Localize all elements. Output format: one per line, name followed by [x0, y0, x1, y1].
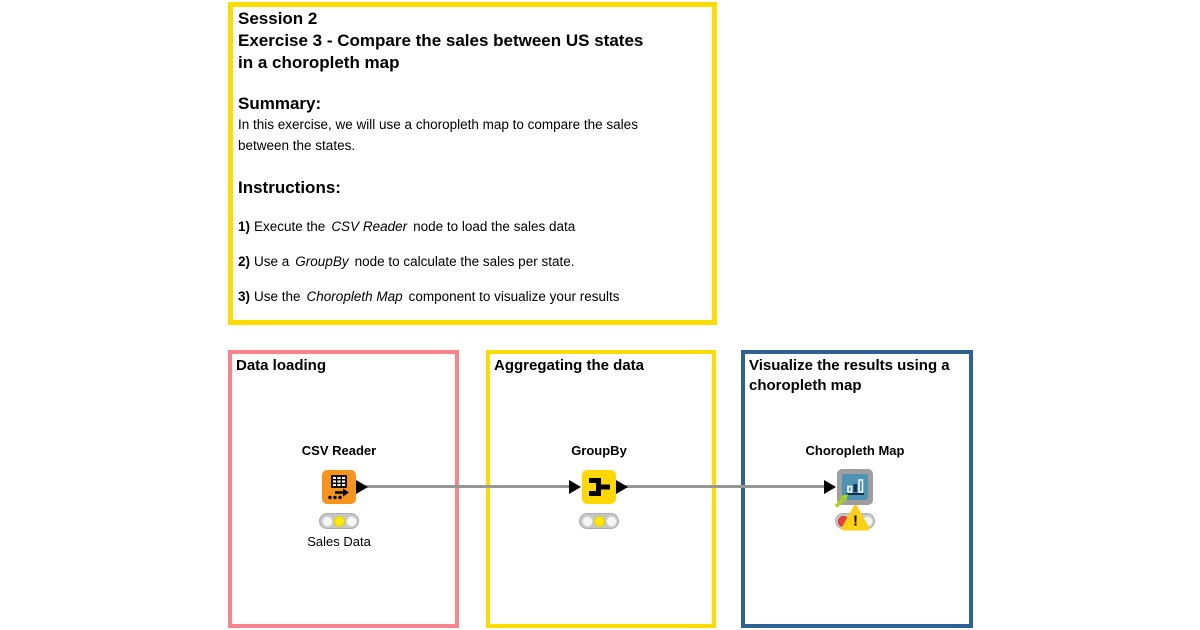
- group-title: Aggregating the data: [494, 357, 645, 374]
- svg-text:!: !: [853, 513, 858, 530]
- node-choropleth-map[interactable]: [834, 469, 873, 508]
- table-reader-icon: [328, 475, 349, 500]
- node-status-traffic-light: [319, 513, 359, 529]
- node-label: Choropleth Map: [805, 443, 905, 458]
- status-bulb-green-off: [345, 515, 357, 527]
- node-status-traffic-light: [579, 513, 619, 529]
- group-title: Data loading: [236, 357, 327, 374]
- annotation-title-line: Exercise 3 - Compare the sales between U…: [238, 31, 644, 50]
- input-port[interactable]: [569, 480, 581, 494]
- output-port[interactable]: [356, 480, 368, 494]
- node-groupby[interactable]: [582, 470, 616, 504]
- summary-body: In this exercise, we will use a chorople…: [238, 117, 638, 153]
- status-bulb-yellow-on: [593, 515, 605, 527]
- connection-csvreader-groupby[interactable]: [364, 485, 572, 488]
- status-bulb-yellow-on: [333, 515, 345, 527]
- summary-heading: Summary:: [238, 94, 322, 113]
- node-csv-reader[interactable]: [322, 470, 356, 504]
- component-body: [842, 474, 868, 500]
- status-bulb-red-off: [581, 515, 593, 527]
- status-bulb-green-off: [605, 515, 617, 527]
- instructions-heading: Instructions:: [238, 178, 341, 197]
- group-title: Visualize the results using a choropleth…: [749, 357, 950, 394]
- workflow-annotation[interactable]: Session 2 Exercise 3 - Compare the sales…: [228, 2, 717, 325]
- node-annotation: Sales Data: [307, 534, 371, 549]
- groupby-merge-icon: [589, 478, 610, 496]
- connection-groupby-choropleth[interactable]: [618, 485, 828, 488]
- warning-triangle-icon: !: [841, 505, 870, 531]
- input-port[interactable]: [824, 480, 836, 494]
- component-link-arrow-icon: [834, 494, 848, 508]
- bar-chart-component-icon: [846, 479, 864, 495]
- node-label: CSV Reader: [301, 443, 377, 458]
- status-bulb-red-off: [321, 515, 333, 527]
- annotation-title-line: Session 2: [238, 9, 318, 28]
- node-label: GroupBy: [571, 443, 627, 458]
- annotation-title-line: in a choropleth map: [238, 53, 400, 72]
- group-box-aggregating[interactable]: Aggregating the data: [486, 350, 716, 628]
- output-port[interactable]: [616, 480, 628, 494]
- annotation-title: Session 2 Exercise 3 - Compare the sales…: [238, 8, 643, 74]
